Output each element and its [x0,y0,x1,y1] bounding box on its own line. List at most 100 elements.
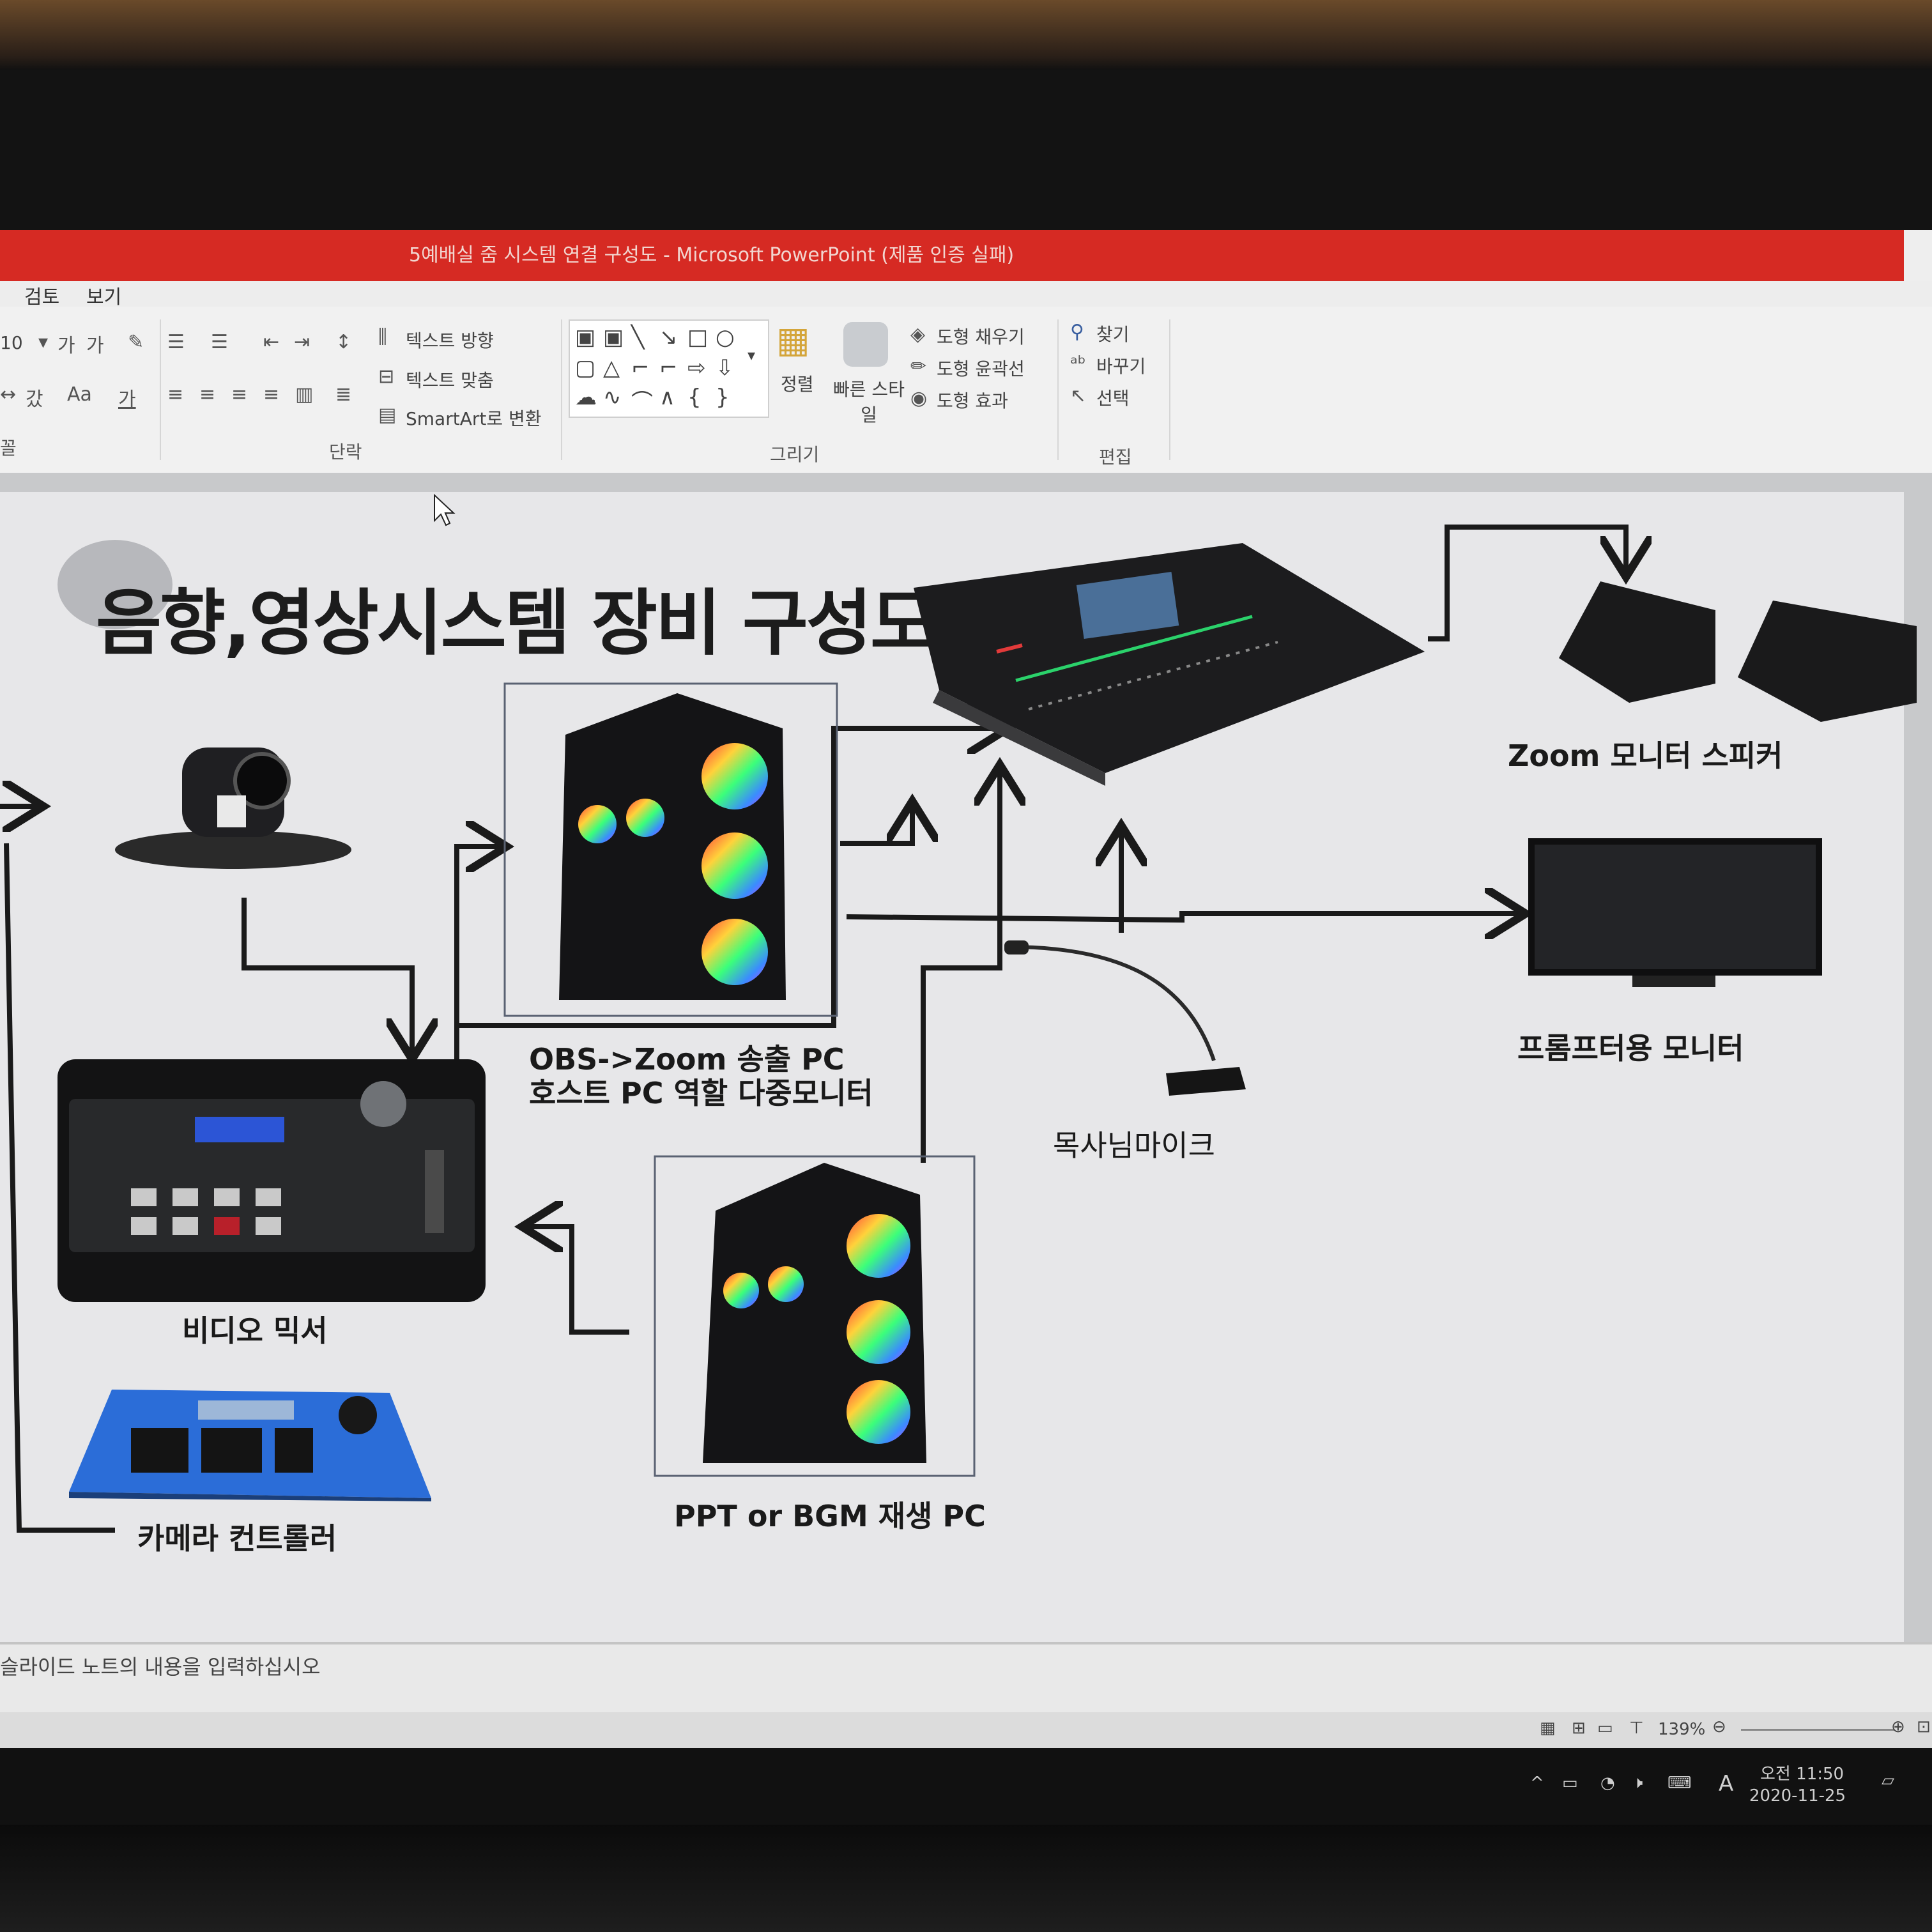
ribbon: 10 ▾ 가 가 ✎ ↔ 갔 Aa 가 꼴 ☰ ☰ ⇤ ⇥ ↕ ≡ ≡ ≡ ≡ … [0,307,1932,474]
curve-icon[interactable]: ∧ [659,385,675,410]
clock-time[interactable]: 오전 11:50 [1760,1765,1844,1784]
highlight-icon[interactable]: 갔 [26,388,43,411]
notification-icon[interactable]: ▱ [1882,1771,1894,1790]
window-restore-button[interactable] [1904,230,1932,281]
zoom-in-icon[interactable]: ⊕ [1891,1717,1905,1736]
binoculars-icon[interactable]: ⚲ [1070,321,1084,343]
columns-icon[interactable]: ▥ [295,383,314,406]
shape-effects-button[interactable]: 도형 효과 [937,390,1008,411]
slide-sorter-icon[interactable]: ⊞ [1572,1719,1586,1738]
shape-effects-icon[interactable]: ◉ [910,387,928,410]
text-direction-icon[interactable]: ⫼ [378,326,387,348]
wifi-icon[interactable]: ◔ [1600,1774,1615,1793]
oval-shape-icon[interactable]: ○ [716,325,735,350]
video-mixer-label[interactable]: 비디오 믹서 [182,1314,328,1348]
rounded-rect-icon[interactable]: ▢ [575,355,596,381]
clear-format-icon[interactable]: ✎ [128,331,144,353]
arc-icon[interactable]: ⌒ [631,390,653,415]
bullets-icon[interactable]: ☰ [167,331,185,353]
elbow-arrow-icon[interactable]: ⌐ [659,355,678,381]
quick-styles-icon[interactable] [843,322,888,367]
zoom-speakers-label[interactable]: Zoom 모니터 스피커 [1508,739,1783,773]
monitor-bezel-bottom [0,1825,1932,1932]
align-center-icon[interactable]: ≡ [199,383,216,406]
monitor-speaker-icon [1559,581,1917,722]
triangle-shape-icon[interactable]: △ [603,355,620,381]
zoom-level[interactable]: 139% [1658,1720,1706,1739]
notes-placeholder[interactable]: 슬라이드 노트의 내용을 입력하십시오 [0,1655,321,1679]
arrange-button[interactable]: 정렬 [781,374,814,395]
arrange-icon[interactable]: ▦ [776,319,810,361]
right-arrow-shape-icon[interactable]: ⇨ [687,355,706,381]
line-spacing-icon[interactable]: ↕ [335,331,352,353]
ppt-pc-label[interactable]: PPT or BGM 재생 PC [674,1499,986,1533]
battery-icon[interactable]: ▭ [1562,1774,1578,1793]
volume-icon[interactable]: 🕨 [1632,1774,1643,1793]
obs-pc-label-line1[interactable]: OBS->Zoom 송출 PC [529,1042,845,1077]
fit-to-window-icon[interactable]: ⊡ [1917,1717,1931,1736]
select-button[interactable]: 선택 [1096,388,1130,409]
font-size-select[interactable]: 10 [0,332,23,353]
scribble-icon[interactable]: ∿ [603,385,622,410]
shape-fill-button[interactable]: 도형 채우기 [937,326,1025,348]
dropdown-icon[interactable]: ▾ [38,331,49,353]
shape-outline-icon[interactable]: ✏ [910,355,927,378]
clock-date[interactable]: 2020-11-25 [1749,1786,1846,1805]
right-brace-icon[interactable]: } [716,385,730,410]
align-text-button[interactable]: 텍스트 맞춤 [406,370,494,391]
numbering-icon[interactable]: ☰ [211,331,228,353]
mouse-cursor-icon [434,493,456,526]
down-arrow-shape-icon[interactable]: ⇩ [716,355,734,381]
align-text-icon[interactable]: ⊟ [378,365,395,388]
shrink-font-icon[interactable]: 가 [86,335,104,357]
increase-indent-icon[interactable]: ⇥ [294,331,310,353]
decrease-indent-icon[interactable]: ⇤ [263,331,280,353]
font-color-icon[interactable]: 가 [118,388,136,411]
elbow-connector-icon[interactable]: ⌐ [631,355,650,381]
freeform-icon[interactable]: ☁ [575,385,597,410]
zoom-slider[interactable] [1741,1729,1894,1731]
change-case-icon[interactable]: Aa [67,383,92,406]
menu-view[interactable]: 보기 [86,286,122,309]
chevron-up-icon[interactable]: ^ [1530,1774,1544,1793]
find-button[interactable]: 찾기 [1096,324,1130,345]
replace-button[interactable]: 바꾸기 [1096,356,1146,377]
grow-font-icon[interactable]: 가 [57,335,75,357]
zoom-out-icon[interactable]: ⊖ [1712,1717,1726,1736]
menu-review[interactable]: 검토 [24,286,60,309]
keyboard-icon[interactable]: ⌨ [1667,1774,1692,1793]
rectangle-shape-icon[interactable]: □ [687,325,709,350]
gooseneck-mic-icon [1004,940,1246,1096]
align-left-icon[interactable]: ≡ [167,383,184,406]
normal-view-icon[interactable]: ▦ [1540,1719,1556,1738]
line-shape-icon[interactable]: ╲ [631,325,645,350]
smartart-icon[interactable]: ▤ [378,404,397,426]
camera-controller-label[interactable]: 카메라 컨트롤러 [137,1521,337,1556]
quick-styles-button[interactable]: 빠른 스타일 [833,379,905,425]
reading-view-icon[interactable]: ▭ [1597,1719,1613,1738]
shape-outline-button[interactable]: 도형 윤곽선 [937,358,1025,379]
slide-title[interactable]: 음향,영상시스템 장비 구성도 [96,582,936,665]
obs-pc-label-line2[interactable]: 호스트 PC 역할 다중모니터 [529,1076,873,1110]
shapes-gallery[interactable]: ▣ ▣ ╲ ↘ □ ○ ▢ △ ⌐ ⌐ ⇨ ⇩ ☁ ∿ ⌒ ∧ { } ▾ [569,319,769,418]
shape-fill-icon[interactable]: ◈ [910,323,926,346]
replace-icon[interactable]: ᵃᵇ [1070,353,1086,375]
convert-smartart-button[interactable]: SmartArt로 변환 [406,408,542,429]
columns-dropdown-icon[interactable]: ≣ [335,383,352,406]
select-cursor-icon[interactable]: ↖ [1070,385,1087,407]
justify-icon[interactable]: ≡ [263,383,280,406]
arrow-line-icon[interactable]: ↘ [659,325,678,350]
notes-pane[interactable]: 슬라이드 노트의 내용을 입력하십시오 [0,1642,1932,1715]
vertical-textbox-icon[interactable]: ▣ [603,325,624,350]
textbox-shape-icon[interactable]: ▣ [575,325,596,350]
align-right-icon[interactable]: ≡ [231,383,248,406]
slideshow-icon[interactable]: ⊤ [1629,1719,1644,1738]
pastor-mic-label[interactable]: 목사님마이크 [1053,1128,1215,1163]
prompter-monitor-label[interactable]: 프롬프터용 모니터 [1517,1031,1744,1066]
char-spacing-icon[interactable]: ↔ [0,383,17,406]
text-direction-button[interactable]: 텍스트 방향 [406,330,494,351]
monitor-bezel-inner [0,70,1932,230]
gallery-more-icon[interactable]: ▾ [747,346,756,364]
ime-indicator[interactable]: A [1719,1771,1734,1797]
left-brace-icon[interactable]: { [687,385,702,410]
